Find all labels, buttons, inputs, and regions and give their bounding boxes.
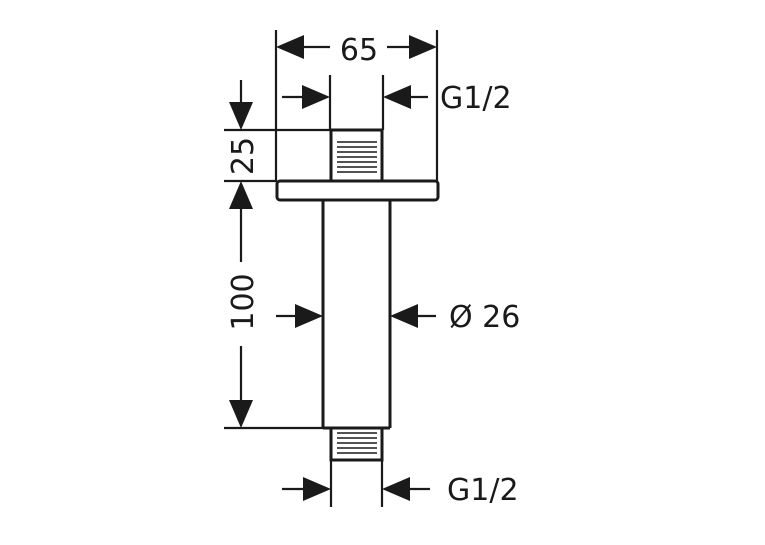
top-nipple-outline [329, 128, 384, 183]
arrow-left [276, 35, 304, 59]
arrow [390, 304, 418, 328]
bottom-nipple-outline [329, 426, 384, 462]
flange-width-label: 65 [340, 33, 378, 68]
top-thread-label: G1/2 [440, 81, 512, 116]
top-height-dimension: 25 [224, 80, 330, 209]
arrow [302, 85, 330, 109]
arrow [229, 400, 253, 428]
top-thread-dimension: G1/2 [282, 75, 512, 130]
flange [275, 179, 440, 202]
arrow [229, 102, 253, 130]
tube [321, 200, 392, 430]
flange-width-dimension: 65 [274, 30, 439, 182]
arrow [229, 181, 253, 209]
arrow [303, 477, 331, 501]
tube-length-label: 100 [226, 273, 261, 330]
top-thread-nipple [329, 128, 384, 183]
arrow [295, 304, 323, 328]
bottom-thread-label: G1/2 [447, 473, 519, 508]
arrow [382, 477, 410, 501]
top-height-label: 25 [226, 137, 261, 175]
bottom-thread-dimension: G1/2 [282, 460, 519, 508]
tube-length-dimension: 100 [224, 205, 330, 430]
arrow [383, 85, 411, 109]
tube-diameter-label: Ø 26 [449, 300, 520, 335]
tube-diameter-dimension: Ø 26 [276, 300, 520, 335]
bottom-thread-nipple [329, 426, 384, 462]
arrow-right [409, 35, 437, 59]
